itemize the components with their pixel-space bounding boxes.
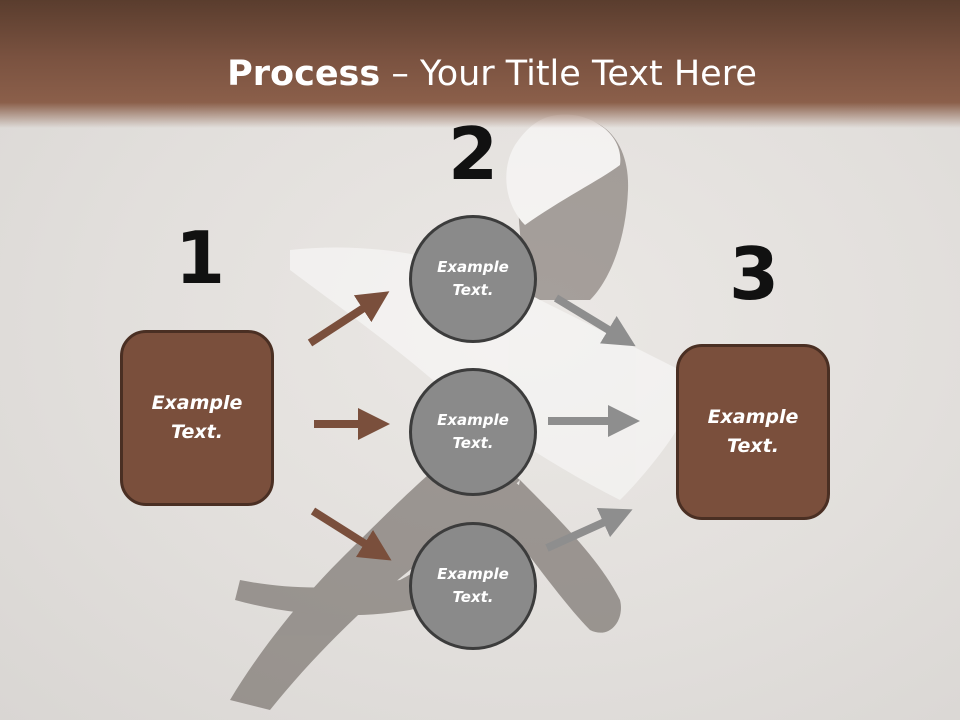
step-number-2: 2 xyxy=(447,112,499,196)
arrow-bottom-to-3 xyxy=(545,507,633,552)
title-band xyxy=(0,0,960,128)
circle-text-line2: Text. xyxy=(452,588,494,606)
title-bold: Process xyxy=(227,54,381,94)
arrow-top-to-3 xyxy=(553,294,636,347)
step-2-circle-bottom: Example Text. xyxy=(409,522,537,650)
box-text-line2: Text. xyxy=(727,435,779,457)
step-number-3: 3 xyxy=(728,232,780,316)
circle-text-line2: Text. xyxy=(452,281,494,299)
circle-text-line2: Text. xyxy=(452,434,494,452)
title-rest: – Your Title Text Here xyxy=(380,54,757,94)
box-text-line1: Example xyxy=(151,392,243,414)
step-2-circle-top: Example Text. xyxy=(409,215,537,343)
box-text-line1: Example xyxy=(707,406,799,428)
circle-text-line1: Example xyxy=(437,565,509,583)
arrow-1-to-top xyxy=(307,291,390,347)
step-number-1: 1 xyxy=(174,216,226,300)
step-3-box: Example Text. xyxy=(676,344,830,520)
circle-text-line1: Example xyxy=(437,258,509,276)
page-title: Process – Your Title Text Here xyxy=(0,52,960,96)
step-2-circle-middle: Example Text. xyxy=(409,368,537,496)
circle-text-line1: Example xyxy=(437,411,509,429)
arrow-1-to-bottom xyxy=(310,507,392,561)
box-text-line2: Text. xyxy=(171,421,223,443)
step-1-box: Example Text. xyxy=(120,330,274,506)
